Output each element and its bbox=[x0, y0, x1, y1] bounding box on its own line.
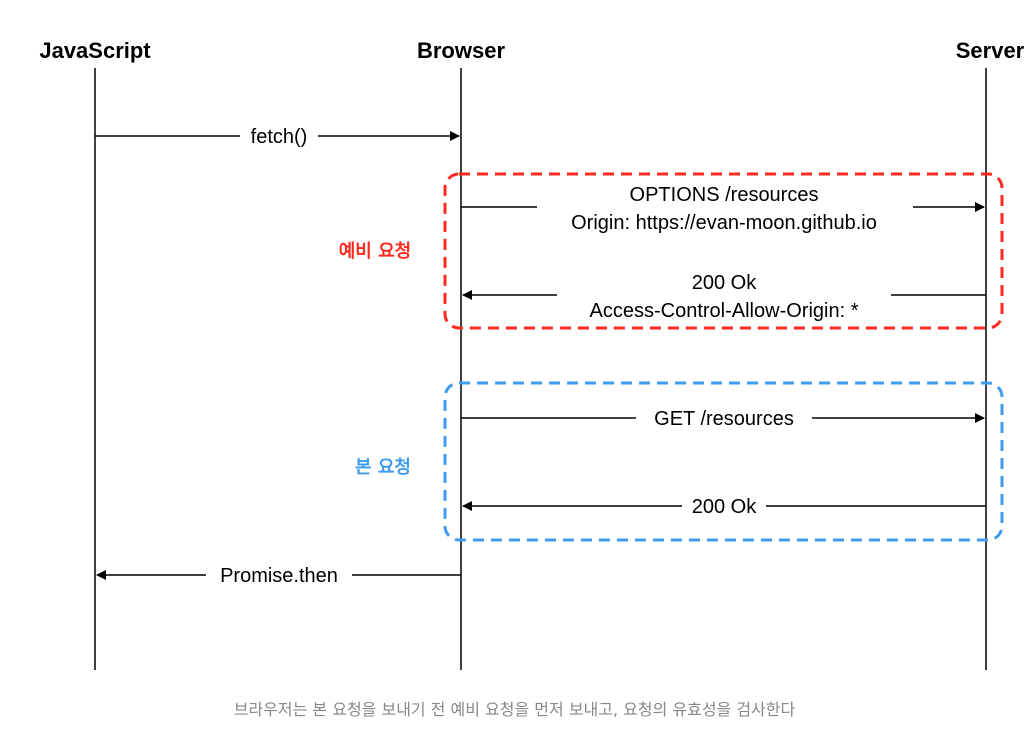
options-request-label-line2: Origin: https://evan-moon.github.io bbox=[571, 212, 877, 234]
actor-browser-label: Browser bbox=[417, 38, 505, 63]
get-response-label: 200 Ok bbox=[692, 496, 757, 518]
fetch-label: fetch() bbox=[251, 126, 308, 148]
get-label-bg bbox=[636, 404, 812, 432]
preflight-response-label-bg bbox=[557, 268, 891, 324]
actor-server-label: Server bbox=[956, 38, 1025, 63]
main-phase-box bbox=[443, 381, 1004, 542]
preflight-response-label-line1: 200 Ok bbox=[692, 272, 757, 294]
promise-then-label: Promise.then bbox=[220, 565, 338, 587]
options-label-bg bbox=[537, 180, 913, 238]
preflight-response-label-line2: Access-Control-Allow-Origin: * bbox=[590, 300, 859, 322]
preflight-phase-label: 예비 요청 bbox=[339, 241, 412, 262]
options-request-label-line1: OPTIONS /resources bbox=[630, 184, 819, 206]
get-response-label-bg bbox=[682, 492, 766, 520]
promise-then-label-bg bbox=[206, 561, 352, 589]
preflight-phase-box bbox=[443, 172, 1004, 330]
fetch-label-bg bbox=[240, 122, 318, 150]
actor-javascript-label: JavaScript bbox=[39, 38, 151, 63]
get-request-label: GET /resources bbox=[654, 408, 794, 430]
figure-caption: 브라우저는 본 요청을 보내기 전 예비 요청을 먼저 보내고, 요청의 유효성… bbox=[233, 700, 796, 719]
main-phase-label: 본 요청 bbox=[355, 457, 411, 478]
